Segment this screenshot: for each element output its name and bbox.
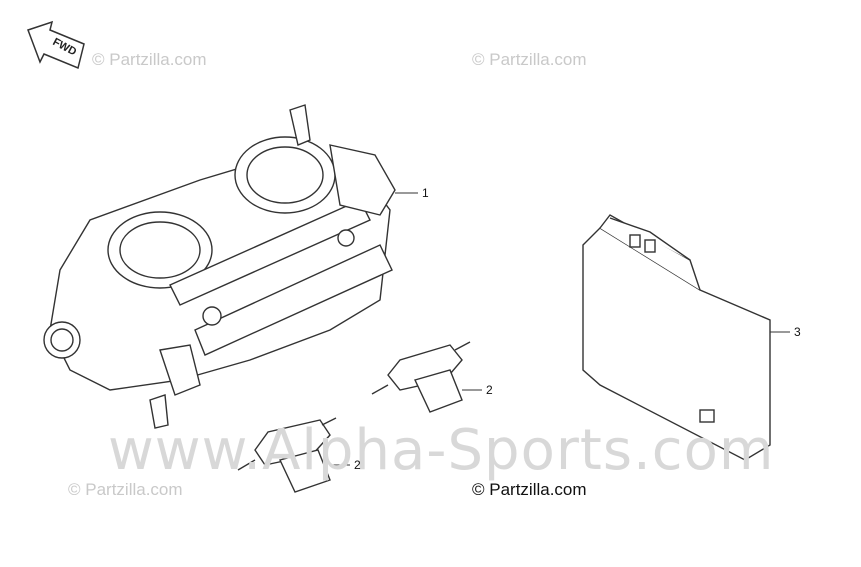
- watermark-top-right: © Partzilla.com: [472, 50, 587, 69]
- watermark-top-left: © Partzilla.com: [92, 50, 207, 69]
- throttle-body: [43, 104, 396, 429]
- callout-2-upper: 2: [486, 383, 493, 397]
- ecu-module: [582, 214, 771, 461]
- injector-lower: [237, 417, 337, 493]
- watermark-big: www.Alpha-Sports.com: [108, 418, 775, 483]
- callout-1: 1: [422, 186, 429, 200]
- watermark-bottom-left: © Partzilla.com: [68, 480, 183, 499]
- watermark-bottom-center: © Partzilla.com: [472, 480, 587, 499]
- fwd-arrow-icon: FWD: [27, 20, 85, 70]
- injector-upper: [371, 341, 471, 413]
- callout-2-lower: 2: [354, 458, 361, 472]
- callout-3: 3: [794, 325, 801, 339]
